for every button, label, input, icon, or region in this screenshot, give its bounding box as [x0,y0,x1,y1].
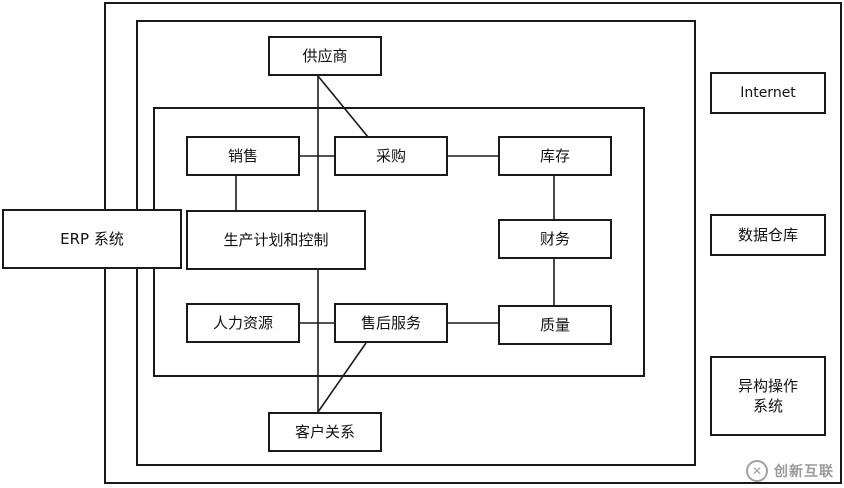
node-hr: 人力资源 [186,303,300,343]
node-data-warehouse: 数据仓库 [710,214,826,256]
watermark-text: 创新互联 [774,464,834,480]
node-inventory: 库存 [498,136,612,176]
node-heterogeneous-os: 异构操作 系统 [710,356,826,436]
watermark: ✕ 创新互联 [746,460,834,482]
node-aftersales: 售后服务 [334,303,448,343]
node-sales: 销售 [186,136,300,176]
chuangxin-logo-icon: ✕ [746,460,768,482]
line-supplier-to-purchase [317,75,369,138]
node-production: 生产计划和控制 [186,210,366,270]
node-os-line1: 异构操作 [737,376,798,395]
node-purchase: 采购 [334,136,448,176]
node-quality: 质量 [498,305,612,345]
node-supplier: 供应商 [268,36,382,76]
node-customer: 客户关系 [268,412,382,452]
node-os-line2: 系统 [752,397,783,415]
line-aftersales-to-customer [317,342,367,413]
node-internet: Internet [710,72,826,114]
node-finance: 财务 [498,219,612,259]
node-erp: ERP 系统 [2,209,182,269]
